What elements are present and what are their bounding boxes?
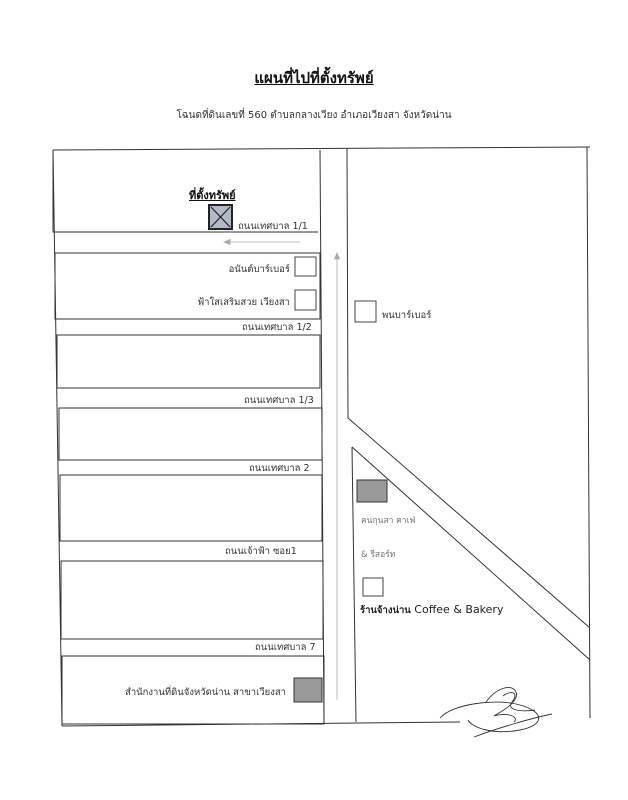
cafe-bakery-label: ร้านจ้างน่าน Coffee & Bakery bbox=[360, 603, 503, 618]
land-office-box bbox=[293, 677, 323, 703]
fasai-salon-label: ฟ้าใสเสริมสวย เวียงสา bbox=[197, 297, 290, 308]
phon-box bbox=[354, 300, 377, 323]
target-property-label: ที่ตั้งทรัพย์ bbox=[189, 189, 236, 202]
block-3 bbox=[56, 334, 321, 389]
frame-top bbox=[52, 146, 591, 151]
phon-barber-label: พนบาร์เบอร์ bbox=[382, 310, 432, 321]
road-label-chaofa: ถนนเจ้าฟ้า ซอย1 bbox=[225, 546, 297, 557]
frame-left bbox=[52, 149, 63, 727]
main-road-right-edge bbox=[346, 147, 349, 419]
kanok-resort-label: & รีสอร์ท bbox=[361, 550, 396, 560]
fasai-box bbox=[294, 289, 317, 311]
block-1 bbox=[52, 150, 318, 233]
block-4 bbox=[58, 407, 323, 461]
land-office-label: สำนักงานที่ดินจังหวัดน่าน สาขาเวียงสา bbox=[125, 687, 286, 698]
block-2 bbox=[54, 252, 321, 320]
target-crossed-box bbox=[208, 204, 233, 230]
cafe-box bbox=[362, 577, 384, 597]
kanok-box bbox=[356, 479, 388, 503]
block-7 bbox=[61, 655, 325, 725]
signature-mark bbox=[439, 687, 553, 738]
kanok-cafe-label: คนกุนสา คาเฟ่ bbox=[361, 516, 416, 526]
block-6 bbox=[60, 560, 324, 640]
cafe-thai-name: ร้านจ้างน่าน bbox=[360, 605, 411, 616]
main-road-right-edge-lower bbox=[351, 446, 357, 723]
anan-box bbox=[294, 256, 317, 277]
road-label-2: ถนนเทศบาล 2 bbox=[249, 463, 310, 474]
arrow-main-road-head bbox=[333, 251, 341, 260]
road-label-7: ถนนเทศบาล 7 bbox=[255, 642, 316, 653]
anan-barber-label: อนันต์บาร์เบอร์ bbox=[228, 264, 290, 275]
arrow-road-1-1-head bbox=[222, 238, 231, 246]
cafe-english-name: Coffee & Bakery bbox=[414, 603, 504, 616]
road-label-1-1: ถนนเทศบาล 1/1 bbox=[238, 221, 308, 232]
frame-right bbox=[586, 146, 591, 719]
block-5 bbox=[59, 474, 323, 542]
diagonal-road-edge-top bbox=[347, 417, 591, 629]
page-title: แผนที่ไปที่ตั้งทรัพย์ bbox=[254, 69, 374, 87]
diagonal-road-edge-bottom bbox=[351, 446, 591, 661]
road-label-1-3: ถนนเทศบาล 1/3 bbox=[244, 395, 314, 406]
page-subtitle: โฉนดที่ดินเลขที่ 560 ตำบลกลางเวียง อำเภอ… bbox=[176, 110, 452, 121]
road-label-1-2: ถนนเทศบาล 1/2 bbox=[242, 322, 312, 333]
